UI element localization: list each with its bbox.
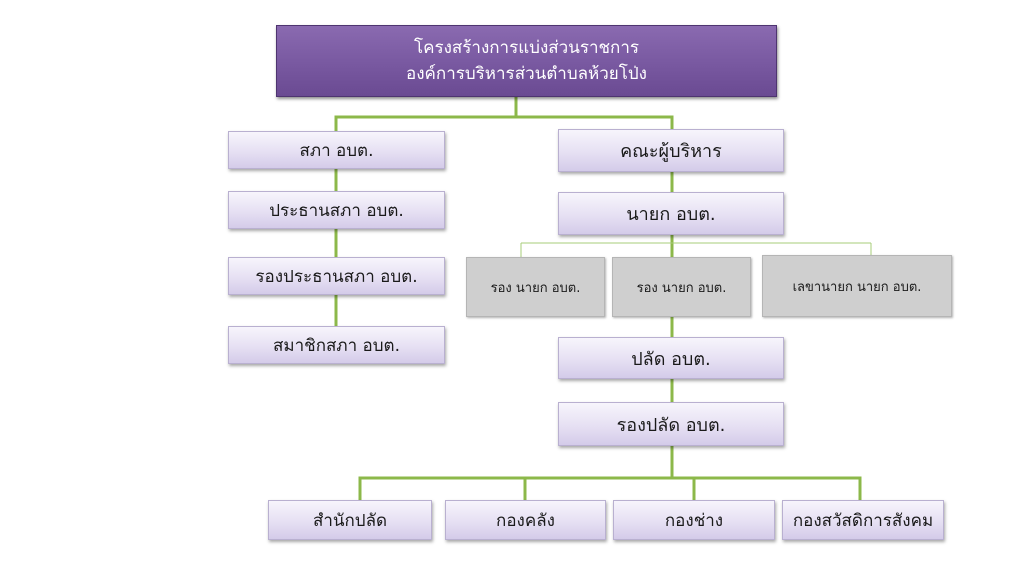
council-chairman-box: ประธานสภา อบต. (228, 191, 445, 229)
division-engineering-box: กองช่าง (613, 500, 775, 540)
deputy-mayor-1-box: รอง นายก อบต. (466, 257, 605, 317)
mayor-box: นายก อบต. (558, 192, 784, 235)
title-line-2: องค์การบริหารส่วนตำบลห้วยโป่ง (406, 64, 647, 84)
council-vice-chairman-box: รองประธานสภา อบต. (228, 257, 445, 295)
connector-deputies (520, 242, 872, 257)
connector-title-branch (334, 94, 674, 133)
division-office-box: สำนักปลัด (268, 500, 432, 540)
connector-divisions (358, 444, 862, 502)
palad-box: ปลัด อบต. (558, 337, 784, 379)
council-members-box: สมาชิกสภา อบต. (228, 326, 445, 364)
division-finance-box: กองคลัง (445, 500, 606, 540)
org-title: โครงสร้างการแบ่งส่วนราชการ องค์การบริหาร… (276, 25, 777, 97)
mayor-secretary-box: เลขานายก นายก อบต. (762, 255, 952, 317)
title-line-1: โครงสร้างการแบ่งส่วนราชการ (413, 38, 640, 58)
division-welfare-box: กองสวัสดิการสังคม (782, 500, 944, 540)
deputy-mayor-2-box: รอง นายก อบต. (612, 257, 751, 317)
council-box: สภา อบต. (228, 131, 445, 169)
executive-board-box: คณะผู้บริหาร (558, 129, 784, 172)
deputy-palad-box: รองปลัด อบต. (558, 402, 784, 446)
